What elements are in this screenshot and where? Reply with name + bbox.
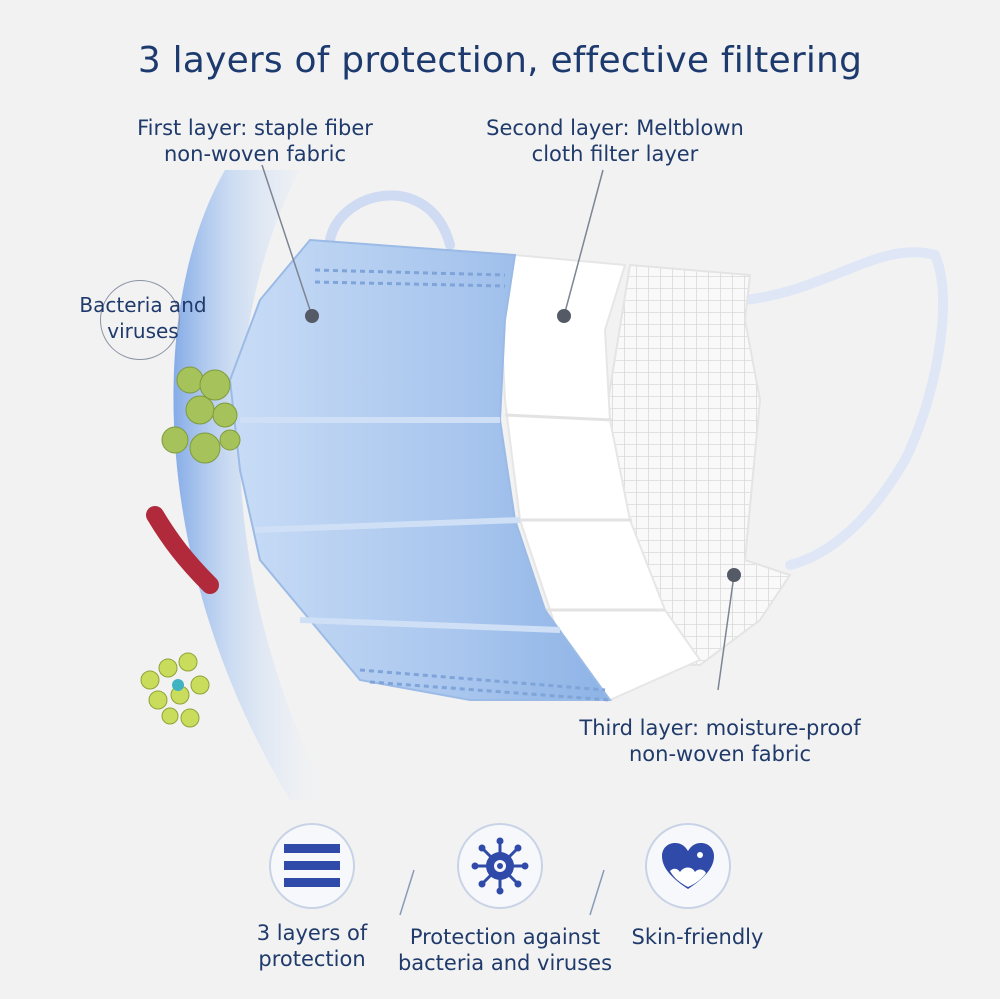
layers-icon [284, 844, 340, 887]
virus-icon [471, 837, 529, 895]
shield-arc [173, 170, 330, 800]
first-layer-marker [305, 309, 319, 323]
feature-virus [457, 823, 543, 909]
feature-heart [645, 823, 731, 909]
third-layer-marker [727, 568, 741, 582]
first-layer-label: First layer: staple fiber non-woven fabr… [137, 116, 373, 166]
page-title: 3 layers of protection, effective filter… [137, 40, 863, 81]
second-layer-marker [557, 309, 571, 323]
second-layer [498, 253, 702, 702]
feature-layers-label: 3 layers of protection [256, 921, 368, 971]
third-layer-label: Third layer: moisture-proof non-woven fa… [579, 716, 861, 766]
second-layer-label: Second layer: Meltblown cloth filter lay… [486, 116, 744, 166]
feature-layers [269, 823, 355, 909]
ear-loop-top [325, 190, 455, 250]
heart-icon [662, 843, 714, 889]
ear-loop-right [740, 247, 949, 570]
virus-cluster [140, 652, 210, 728]
bacteria-label-ring [100, 280, 180, 360]
feature-virus-label: Protection against bacteria and viruses [397, 925, 613, 975]
feature-heart-label: Skin-friendly [631, 925, 764, 949]
green-bacteria [161, 366, 241, 464]
bacteria-label: Bacteria and viruses [79, 293, 207, 343]
red-bacterium [146, 506, 219, 594]
